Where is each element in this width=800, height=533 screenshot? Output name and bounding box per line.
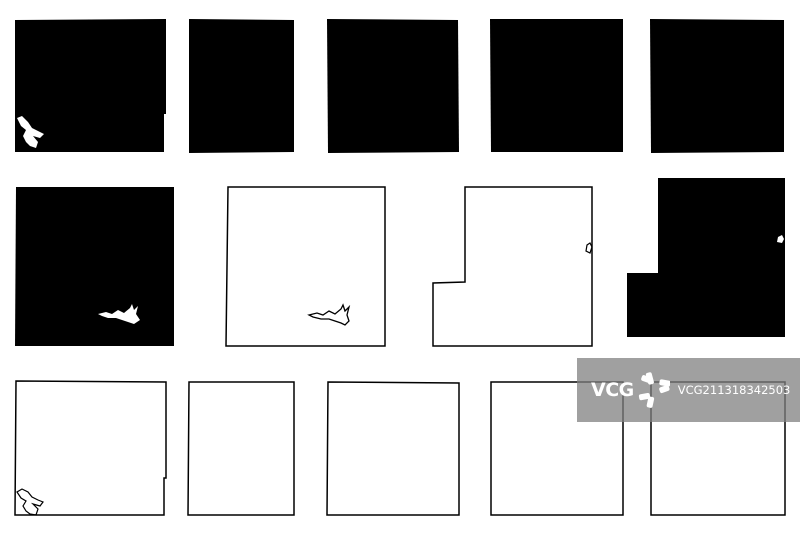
county-outline-12 xyxy=(187,381,295,516)
watermark-logo: VCG xyxy=(591,370,670,410)
lake-shape xyxy=(16,488,44,516)
county-outline-13 xyxy=(326,381,460,516)
county-shape xyxy=(432,186,593,347)
county-shape xyxy=(627,178,785,337)
county-silhouette-5 xyxy=(650,19,784,153)
reservoir-shape xyxy=(307,303,351,326)
county-shape xyxy=(15,19,166,152)
county-shape xyxy=(327,19,459,153)
county-shape xyxy=(490,19,623,152)
watermark-banner: VCG VCG211318342503 xyxy=(577,358,800,422)
lake-shape xyxy=(777,235,784,243)
county-silhouette-2 xyxy=(189,19,294,153)
county-outline-11 xyxy=(14,380,167,516)
county-outline-7 xyxy=(225,186,386,347)
county-silhouette-1 xyxy=(15,19,166,152)
county-shape xyxy=(225,186,386,347)
county-shape xyxy=(187,381,295,516)
lake-shape xyxy=(585,242,593,254)
county-outline-8 xyxy=(432,186,593,347)
county-shape xyxy=(650,19,784,153)
watermark-id: VCG211318342503 xyxy=(677,383,791,397)
county-silhouette-9 xyxy=(627,178,785,337)
flower-logo-icon xyxy=(638,372,670,408)
county-shape xyxy=(14,380,167,516)
county-silhouette-4 xyxy=(490,19,623,152)
county-silhouette-6 xyxy=(15,187,174,346)
county-shape xyxy=(326,381,460,516)
reservoir-shape xyxy=(98,304,140,324)
lake-shape xyxy=(17,116,44,148)
watermark-logo-text: VCG xyxy=(591,379,634,401)
county-silhouette-3 xyxy=(327,19,459,153)
county-shape xyxy=(15,187,174,346)
county-shape xyxy=(189,19,294,153)
